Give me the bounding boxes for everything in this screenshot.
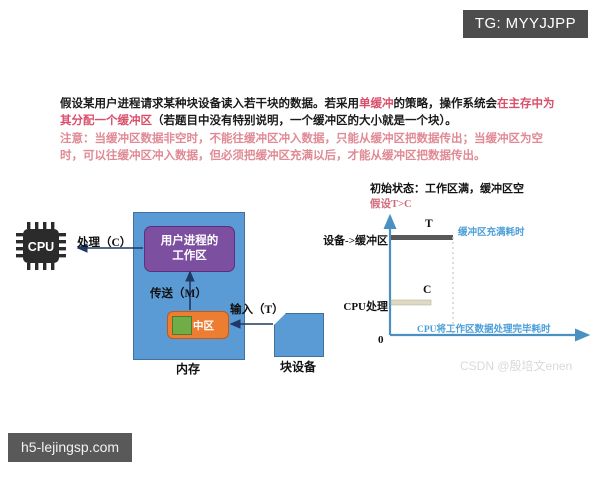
csdn-watermark: CSDN @殷培文enen [460, 359, 573, 373]
chart-bar-label-t: T [425, 218, 433, 230]
buffer-box: 中区 [167, 311, 229, 339]
chart-bar-label-c: C [423, 284, 432, 296]
chart-origin-label: 0 [378, 334, 384, 346]
buffer-diagram: CPU 内存 用户进程的 工作区 中区 块设备 [0, 200, 345, 390]
buffer-label: 中区 [193, 320, 214, 332]
tg-badge: TG: MYYJJPP [462, 10, 588, 39]
explanation-part-3: （若题目中没有特别说明，一个缓冲区的大小就是一个块）。 [152, 115, 457, 127]
label-transfer-m: 传送（M） [150, 288, 207, 300]
label-input-t: 输入（T） [230, 304, 284, 316]
workarea-label-line1: 用户进程的 [160, 235, 219, 247]
memory-label: 内存 [175, 362, 200, 376]
explanation-part-1: 假设某用户进程请求某种块设备读入若干块的数据。若采用 [60, 98, 359, 110]
label-process-c: 处理（C） [77, 237, 132, 249]
block-device-shape [274, 313, 324, 357]
explanation-part-2: 的策略，操作系统会 [393, 98, 498, 110]
chart-title: 初始状态：工作区满，缓冲区空 [370, 183, 524, 195]
explanation-note: 注意：当缓冲区数据非空时，不能往缓冲区冲入数据，只能从缓冲区把数据传出；当缓冲区… [60, 133, 543, 162]
cpu-icon-label: CPU [28, 240, 54, 254]
chart-label-device-to-buffer: 设备->缓冲区 [323, 235, 388, 247]
buffer-fill-indicator [172, 315, 192, 335]
block-device-label: 块设备 [279, 360, 316, 374]
diagram-arrows [76, 243, 273, 329]
chart-annotation-cpu-done: CPU将工作区数据处理完毕耗时 [417, 325, 551, 335]
timing-chart: 初始状态：工作区满，缓冲区空 假设T>C 设备->缓冲区 CPU处理 T C 缓… [323, 180, 600, 380]
chart-subtitle: 假设T>C [370, 199, 412, 210]
explanation-emphasis-2: 在主存中为其分配一个缓冲区 [60, 98, 555, 127]
explanation-paragraph: 假设某用户进程请求某种块设备读入若干块的数据。若采用单缓冲的策略，操作系统会在主… [60, 96, 560, 130]
site-badge: h5-lejingsp.com [8, 432, 133, 462]
cpu-icon: CPU [14, 220, 74, 272]
chart-label-cpu-process: CPU处理 [343, 301, 388, 313]
chart-bar-t [391, 235, 453, 240]
explanation-text: 假设某用户进程请求某种块设备读入若干块的数据。若采用单缓冲的策略，操作系统会在主… [60, 96, 560, 165]
chart-bar-c [390, 299, 432, 306]
chart-annotation-buffer-fill: 缓冲区充满耗时 [458, 228, 525, 238]
chart-plot [383, 213, 591, 342]
workarea-label-line2: 工作区 [172, 250, 207, 262]
explanation-emphasis-1: 单缓冲 [359, 98, 394, 110]
